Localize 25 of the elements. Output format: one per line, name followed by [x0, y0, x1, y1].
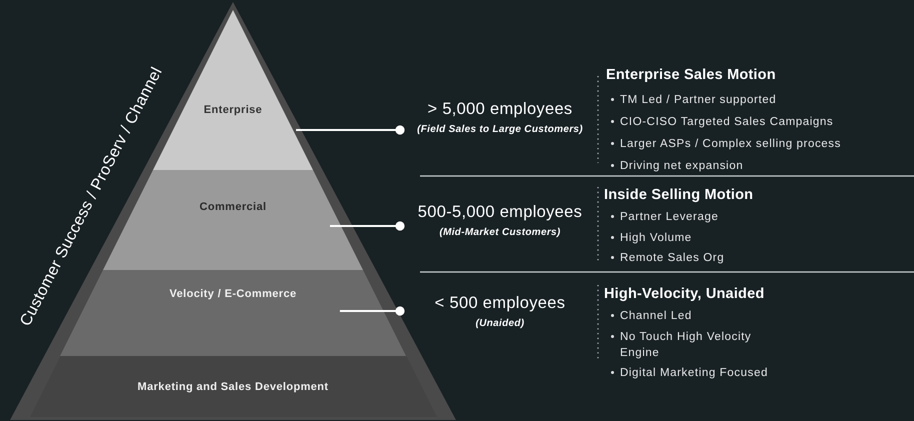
leader-line	[330, 221, 405, 231]
bullet-text: Driving net expansion	[620, 159, 744, 174]
bullet-text: Remote Sales Org	[620, 251, 724, 266]
section-heading: Inside Selling Motion	[604, 187, 754, 203]
tier-label: Velocity / E-Commerce	[168, 288, 298, 300]
segment-note: (Unaided)	[476, 317, 524, 331]
bullet-text: Larger ASPs / Complex selling process	[620, 137, 841, 152]
tier-label: Marketing and Sales Development	[136, 381, 330, 393]
segment-note: (Field Sales to Large Customers)	[417, 123, 583, 137]
leader-line	[296, 125, 405, 135]
bullet-text: Partner Leverage	[620, 210, 718, 225]
tier-label: Commercial	[198, 201, 268, 213]
segment-note: (Mid-Market Customers)	[439, 226, 561, 240]
section-heading: High-Velocity, Unaided	[604, 286, 764, 302]
bullet-text: High Volume	[620, 231, 692, 246]
segment-size: < 500 employees	[434, 294, 566, 313]
bullet-text: CIO-CISO Targeted Sales Campaigns	[620, 115, 834, 130]
tier-label: Enterprise	[202, 104, 264, 116]
segment-size: 500-5,000 employees	[418, 203, 582, 222]
bullet-text: No Touch High Velocity Engine	[620, 330, 752, 361]
segment-size: > 5,000 employees	[428, 100, 572, 119]
section-heading: Enterprise Sales Motion	[606, 67, 776, 83]
bullet-text: TM Led / Partner supported	[620, 93, 776, 108]
bullet-text: Digital Marketing Focused	[620, 366, 768, 381]
bullet-text: Channel Led	[620, 309, 692, 324]
